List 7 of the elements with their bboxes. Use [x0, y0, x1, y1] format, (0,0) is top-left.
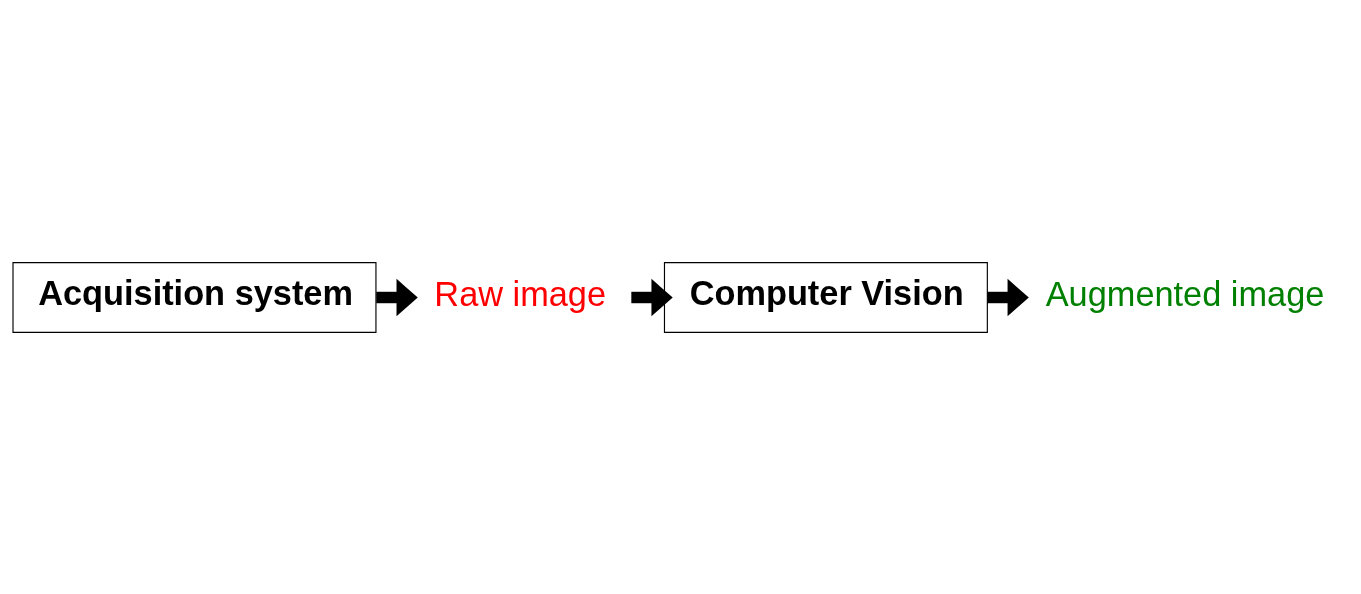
node-box: Computer Vision	[663, 261, 988, 333]
arrow	[631, 278, 673, 316]
arrow	[987, 278, 1029, 316]
node-text: Raw image	[434, 274, 607, 313]
arrow	[376, 278, 418, 316]
node-text: Augmented image	[1045, 274, 1325, 313]
node-box: Acquisition system	[12, 261, 377, 333]
